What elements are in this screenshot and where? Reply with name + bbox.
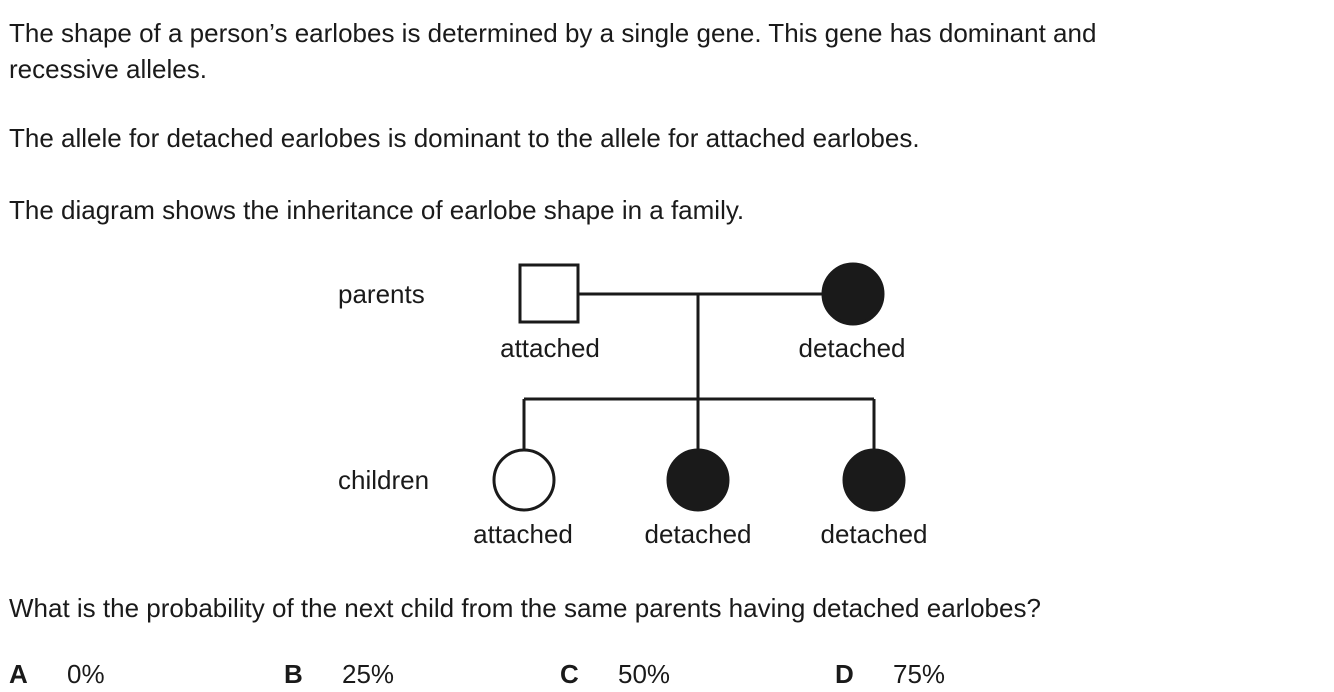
answer-option-a[interactable]: A 0%: [9, 657, 105, 691]
option-value: 50%: [618, 659, 671, 689]
option-letter: A: [9, 659, 28, 689]
answer-option-c[interactable]: C 50%: [560, 657, 670, 691]
intro-text: The shape of a person’s earlobes is dete…: [9, 15, 1096, 87]
child-1-circle-symbol: [492, 448, 556, 512]
father-square-symbol: [518, 263, 580, 324]
question-text: What is the probability of the next chil…: [9, 593, 1041, 623]
option-letter: B: [284, 659, 303, 689]
option-value: 25%: [342, 659, 395, 689]
child-2-phenotype-label: detached: [645, 519, 752, 549]
mother-phenotype-label: detached: [799, 333, 906, 363]
dominance-statement: The allele for detached earlobes is domi…: [9, 123, 920, 153]
father-phenotype-label: attached: [500, 333, 600, 363]
option-value: 75%: [893, 659, 946, 689]
child-1-phenotype-label: attached: [473, 519, 573, 549]
pedigree-lines: [522, 292, 876, 450]
option-value: 0%: [67, 659, 105, 689]
child-3-circle-symbol: [842, 448, 906, 512]
child-3-phenotype-label: detached: [821, 519, 928, 549]
option-letter: D: [835, 659, 854, 689]
intro-line-2: recessive alleles.: [9, 54, 207, 84]
option-letter: C: [560, 659, 579, 689]
parents-generation-label: parents: [338, 279, 425, 309]
intro-line-1: The shape of a person’s earlobes is dete…: [9, 18, 1097, 48]
mother-circle-symbol: [821, 262, 885, 326]
children-generation-label: children: [338, 465, 429, 495]
answer-option-b[interactable]: B 25%: [284, 657, 394, 691]
diagram-description: The diagram shows the inheritance of ear…: [9, 195, 745, 225]
child-2-circle-symbol: [666, 448, 730, 512]
answer-option-d[interactable]: D 75%: [835, 657, 945, 691]
